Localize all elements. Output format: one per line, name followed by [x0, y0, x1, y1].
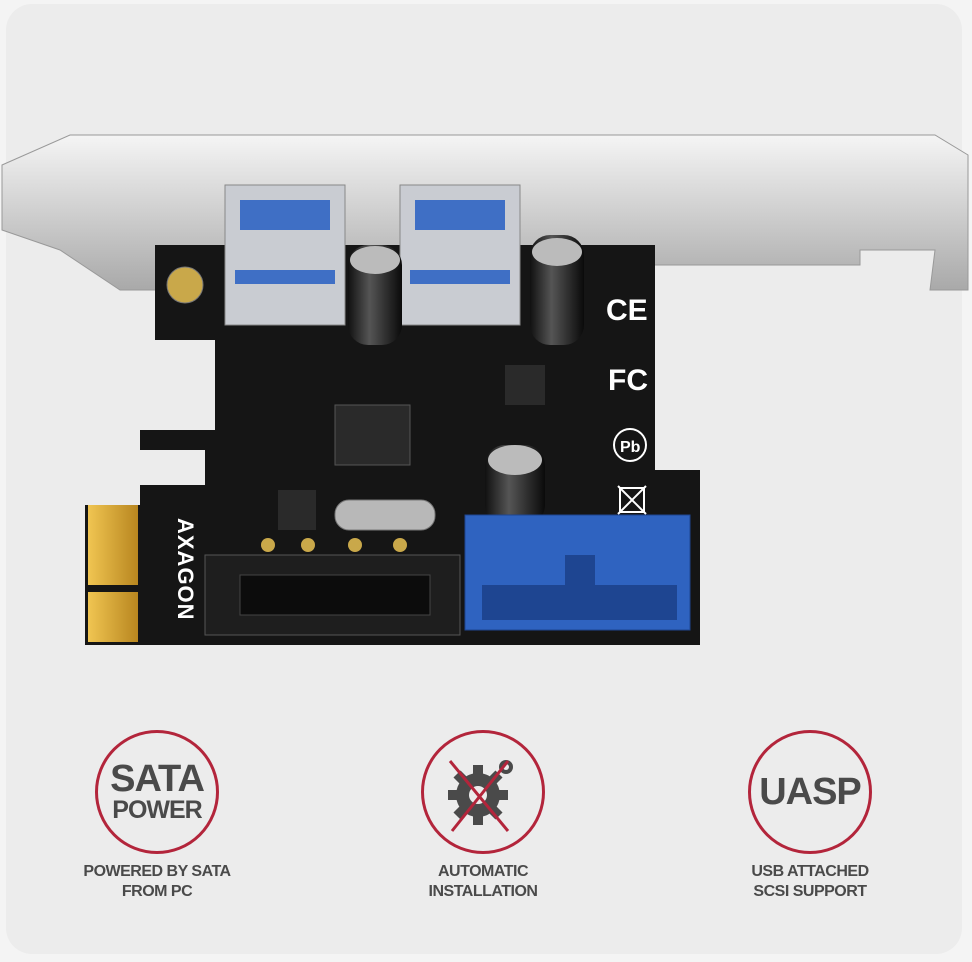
controller-chip — [334, 404, 411, 466]
pb-free-icon: Pb — [613, 428, 647, 462]
pcie-gold-fingers — [88, 505, 138, 642]
fc-mark: FC — [608, 364, 648, 397]
uasp-badge: UASP — [748, 730, 872, 854]
sata-power-badge: SATA POWER — [95, 730, 219, 854]
mount-screw — [166, 266, 204, 304]
usb-internal-header — [464, 514, 691, 631]
usb-port-2 — [399, 184, 521, 326]
crystal — [334, 499, 436, 531]
regulator-chip — [278, 490, 316, 530]
sata-power-connector — [204, 538, 461, 636]
gear-crossed-icon — [421, 730, 545, 854]
usb-port-1 — [224, 184, 346, 326]
brand-logo: AXAGON — [173, 518, 198, 621]
svg-text:Pb: Pb — [620, 439, 641, 456]
ce-mark: CE — [606, 294, 648, 327]
hub-chip — [505, 365, 545, 405]
capacitors — [348, 235, 584, 525]
weee-bin-icon — [617, 485, 647, 515]
